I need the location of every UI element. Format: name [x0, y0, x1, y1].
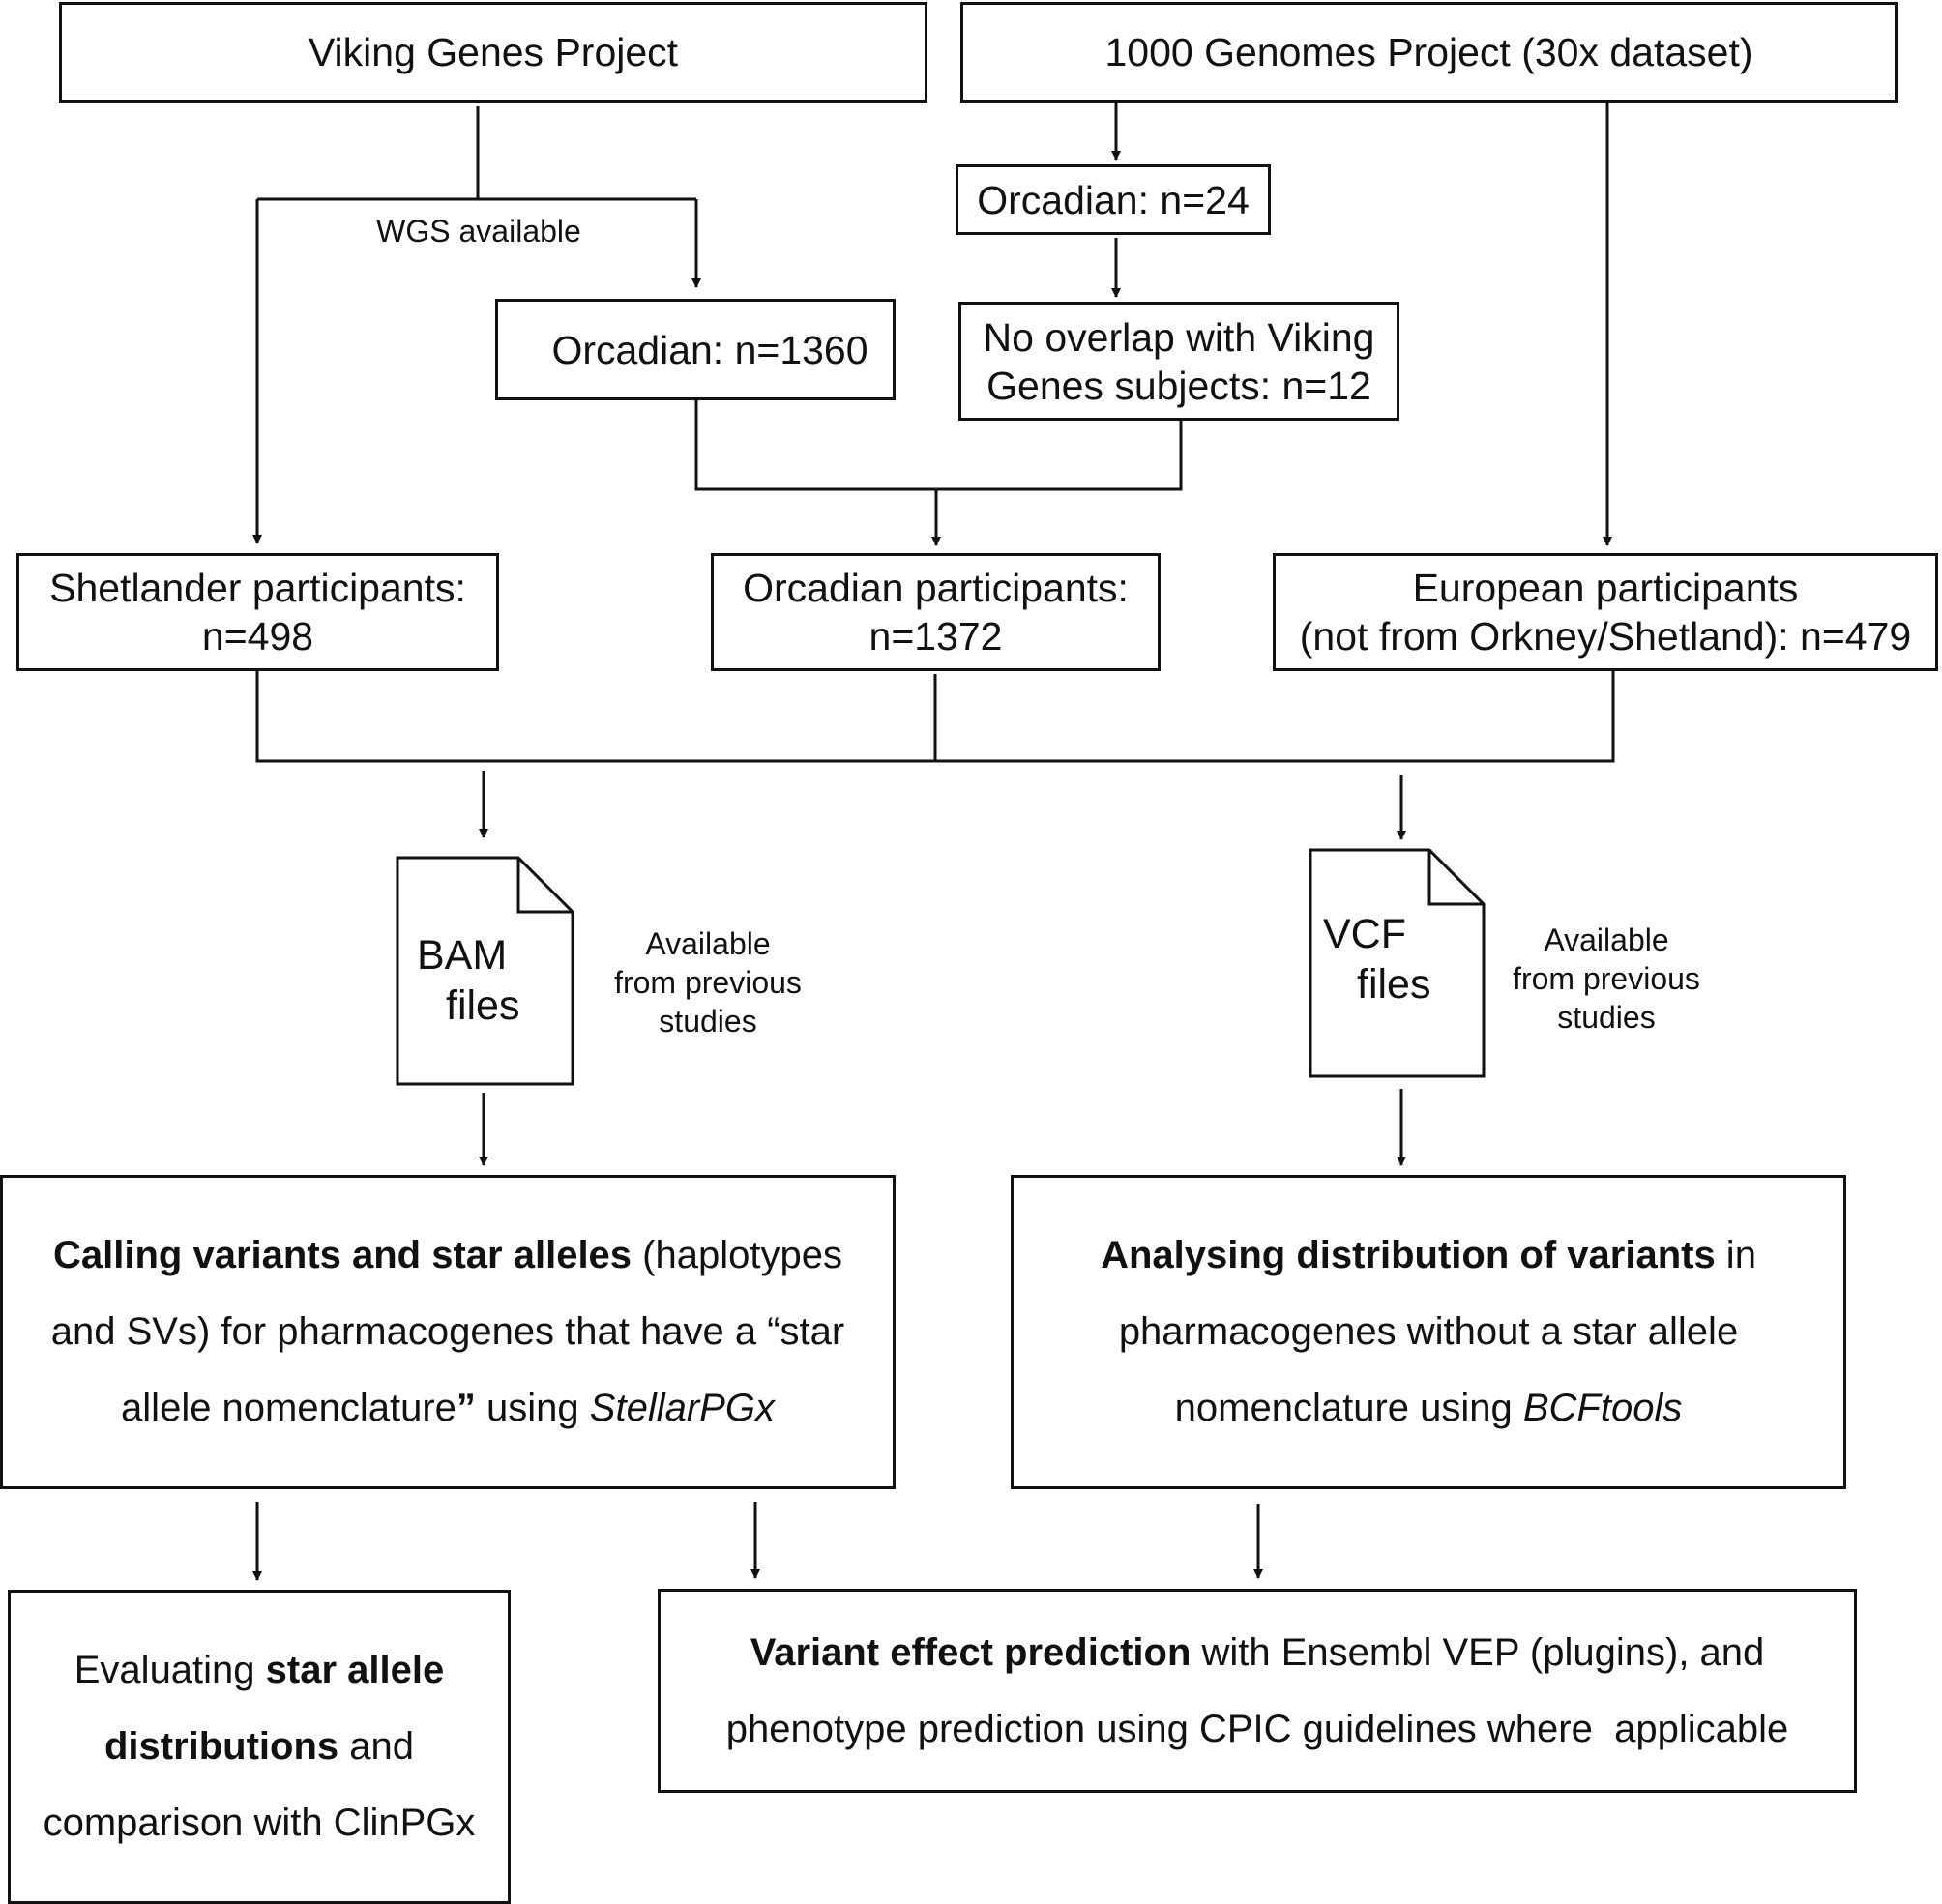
shetlander-participants-box: Shetlander participants: n=498 — [16, 553, 499, 671]
evaluating-line-1: Evaluating star allele — [74, 1632, 445, 1709]
bam-file-fold-icon — [516, 858, 573, 914]
analysing-distribution-box: Analysing distribution of variants in ph… — [1011, 1175, 1846, 1489]
analysing-line-2: pharmacogenes without a star allele — [1118, 1310, 1739, 1353]
connector-participants-merge — [255, 671, 1615, 763]
orcadian-participants-box: Orcadian participants: n=1372 — [711, 553, 1161, 671]
evaluating-box: Evaluating star allele distributions and… — [8, 1590, 511, 1904]
calling-line-1-rest: (haplotypes — [632, 1234, 842, 1276]
orcadian-1360-label: Orcadian: n=1360 — [551, 327, 868, 372]
bam-file-icon — [396, 856, 574, 1086]
analysing-line-3: nomenclature using BCFtools — [1175, 1370, 1683, 1447]
evaluating-line-2: distributions and — [104, 1709, 414, 1785]
orcadian-participants-line-2: n=1372 — [868, 614, 1003, 659]
vep-line-1-rest: with Ensembl VEP (plugins), and — [1191, 1630, 1765, 1674]
calling-line-2: and SVs) for pharmacogenes that have a “… — [50, 1310, 845, 1353]
evaluating-line-1-pre: Evaluating — [74, 1649, 266, 1691]
vep-line-2: phenotype prediction using CPIC guidelin… — [725, 1707, 1789, 1750]
orcadian-24-label: Orcadian: n=24 — [977, 177, 1250, 222]
analysing-line-1: Analysing distribution of variants in — [1101, 1217, 1756, 1294]
calling-variants-box: Calling variants and star alleles (haplo… — [0, 1175, 896, 1489]
analysing-tool: BCFtools — [1522, 1387, 1683, 1429]
evaluating-line-2-rest: and — [338, 1725, 415, 1768]
bam-note-line-1: Available — [645, 926, 771, 961]
variant-effect-box: Variant effect prediction with Ensembl V… — [658, 1589, 1857, 1793]
viking-genes-box: Viking Genes Project — [59, 2, 927, 103]
analysing-line-3-pre: nomenclature using — [1174, 1387, 1523, 1429]
vcf-label: VCF files — [1323, 909, 1430, 1010]
connector-viking-split — [257, 106, 696, 201]
vcf-file-fold-icon — [1427, 850, 1484, 906]
calling-line-3-pre: allele nomenclature — [121, 1387, 456, 1429]
connector-orcadian-merge — [694, 399, 1183, 491]
viking-genes-label: Viking Genes Project — [308, 30, 679, 74]
calling-line-3-quote: ” — [456, 1387, 476, 1429]
orcadian-participants-line-1: Orcadian participants: — [743, 566, 1129, 610]
bam-availability-note: Available from previous studies — [582, 924, 834, 1040]
wgs-available-label: WGS available — [376, 214, 581, 249]
calling-bold: Calling variants and star alleles — [53, 1234, 633, 1276]
vcf-file-icon — [1309, 848, 1486, 1078]
bam-label-line-2: files — [446, 982, 520, 1029]
bam-note-line-2: from previous — [614, 965, 802, 1000]
bam-note-line-3: studies — [659, 1004, 757, 1039]
evaluating-line-2-bold: distributions — [103, 1725, 339, 1768]
european-participants-box: European participants (not from Orkney/S… — [1273, 553, 1938, 671]
vcf-note-line-1: Available — [1544, 923, 1669, 957]
bam-label-line-1: BAM — [417, 932, 508, 979]
vep-bold: Variant effect prediction — [750, 1630, 1192, 1674]
shetlander-line-2: n=498 — [201, 614, 314, 659]
calling-line-1: Calling variants and star alleles (haplo… — [53, 1217, 842, 1294]
calling-line-3-mid: using — [475, 1387, 590, 1429]
vcf-label-line-2: files — [1357, 961, 1431, 1008]
calling-line-3: allele nomenclature” using StellarPGx — [121, 1370, 775, 1447]
vcf-note-line-3: studies — [1557, 1000, 1656, 1035]
calling-tool: StellarPGx — [589, 1387, 775, 1429]
analysing-bold: Analysing distribution of variants — [1101, 1234, 1716, 1276]
bam-label: BAM files — [417, 930, 519, 1031]
evaluating-line-1-bold: star allele — [265, 1649, 445, 1691]
vcf-label-line-1: VCF — [1323, 911, 1406, 957]
european-line-1: European participants — [1412, 566, 1799, 610]
no-overlap-line-1: No overlap with Viking — [983, 314, 1375, 360]
no-overlap-line-2: Genes subjects: n=12 — [986, 363, 1371, 408]
vep-line-1: Variant effect prediction with Ensembl V… — [750, 1615, 1765, 1691]
european-line-2: (not from Orkney/Shetland): n=479 — [1299, 614, 1912, 659]
orcadian-1360-box: Orcadian: n=1360 — [495, 299, 896, 400]
thousand-genomes-box: 1000 Genomes Project (30x dataset) — [960, 2, 1898, 103]
no-overlap-box: No overlap with Viking Genes subjects: n… — [958, 302, 1399, 421]
orcadian-24-box: Orcadian: n=24 — [956, 164, 1271, 235]
shetlander-line-1: Shetlander participants: — [49, 566, 466, 610]
vcf-note-line-2: from previous — [1513, 961, 1700, 996]
evaluating-line-3: comparison with ClinPGx — [43, 1801, 476, 1844]
vcf-availability-note: Available from previous studies — [1481, 921, 1732, 1037]
thousand-genomes-label: 1000 Genomes Project (30x dataset) — [1104, 30, 1753, 74]
analysing-line-1-rest: in — [1715, 1234, 1756, 1276]
